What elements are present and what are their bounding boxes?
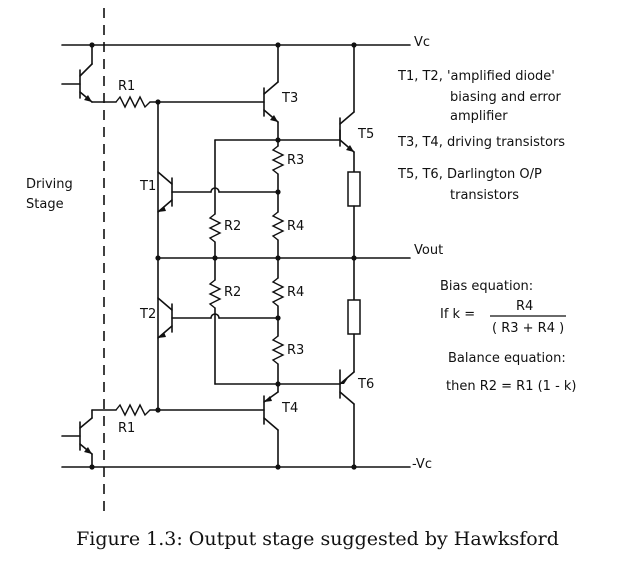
transistor-t6 bbox=[214, 369, 357, 470]
label-driving: Driving bbox=[26, 177, 73, 192]
label-r2-top: R2 bbox=[224, 219, 241, 234]
label-t5: T5 bbox=[357, 127, 374, 142]
label-r3-top: R3 bbox=[287, 153, 304, 168]
lower-driver-transistor bbox=[61, 409, 117, 470]
label-t1: T1 bbox=[139, 179, 156, 194]
balance-equation: then R2 = R1 (1 - k) bbox=[446, 379, 577, 394]
note-line-2: biasing and error bbox=[450, 90, 562, 105]
label-t4: T4 bbox=[281, 401, 298, 416]
hawksford-output-stage-schematic: R1 R1 R2 R2 R3 R3 R4 R4 T1 T2 T3 T4 T5 T… bbox=[26, 8, 577, 515]
bias-equation-denominator: ( R3 + R4 ) bbox=[492, 321, 564, 336]
balance-equation-title: Balance equation: bbox=[448, 351, 566, 366]
label-r1-bottom: R1 bbox=[118, 421, 135, 436]
note-line-4: T3, T4, driving transistors bbox=[397, 135, 565, 150]
resistor-r2-bottom bbox=[208, 279, 222, 309]
resistor-r3-top bbox=[271, 145, 285, 175]
transistor-t3 bbox=[263, 42, 281, 141]
output-resistor-lower bbox=[347, 299, 361, 335]
label-stage: Stage bbox=[26, 197, 64, 212]
output-resistor-upper bbox=[347, 171, 361, 207]
label-t6: T6 bbox=[357, 377, 374, 392]
label-r4-bottom: R4 bbox=[287, 285, 304, 300]
label-neg-vc: -Vc bbox=[412, 457, 432, 472]
label-r3-bottom: R3 bbox=[287, 343, 304, 358]
resistor-r1-bottom bbox=[115, 403, 151, 417]
resistor-r3-bottom bbox=[271, 335, 285, 365]
note-line-1: T1, T2, 'amplified diode' bbox=[397, 69, 555, 84]
label-r2-bottom: R2 bbox=[224, 285, 241, 300]
note-line-5: T5, T6, Darlington O/P bbox=[397, 167, 542, 182]
note-line-6: transistors bbox=[450, 188, 519, 203]
label-r1-top: R1 bbox=[118, 79, 135, 94]
label-vc: Vc bbox=[414, 35, 430, 50]
figure-caption: Figure 1.3: Output stage suggested by Ha… bbox=[76, 528, 559, 550]
label-vout: Vout bbox=[414, 243, 443, 258]
label-t3: T3 bbox=[281, 91, 298, 106]
resistor-r2-top bbox=[208, 213, 222, 243]
label-t2: T2 bbox=[139, 307, 156, 322]
resistor-r4-bottom bbox=[271, 277, 285, 307]
bias-equation-if: If k = bbox=[440, 307, 475, 322]
upper-driver-transistor bbox=[61, 42, 117, 103]
bias-equation-title: Bias equation: bbox=[440, 279, 533, 294]
resistor-r1-top bbox=[115, 95, 151, 109]
transistor-t2 bbox=[157, 297, 279, 339]
resistor-r4-top bbox=[271, 211, 285, 241]
note-line-3: amplifier bbox=[450, 109, 508, 124]
transistor-t4 bbox=[263, 391, 281, 470]
label-r4-top: R4 bbox=[287, 219, 304, 234]
transistor-t5 bbox=[339, 42, 357, 173]
bias-equation-numerator: R4 bbox=[516, 299, 533, 314]
transistor-t1 bbox=[157, 171, 279, 213]
